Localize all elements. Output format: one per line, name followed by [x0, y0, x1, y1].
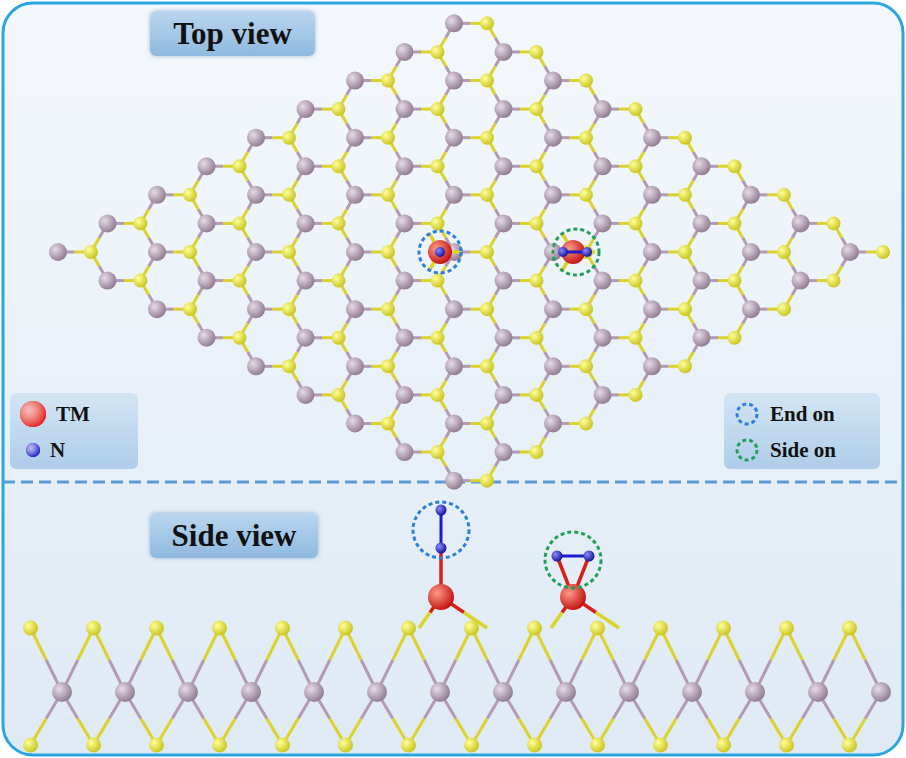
view-badge: Side view — [150, 513, 318, 558]
view-badge: Top view — [150, 11, 315, 56]
view-title: Top view — [173, 16, 292, 52]
legend-entry: End on — [732, 399, 835, 429]
legend-text: TM — [56, 402, 90, 427]
legend-panel: End on Side on — [724, 393, 880, 469]
legend-swatch — [732, 399, 762, 429]
legend-text: End on — [770, 402, 835, 427]
legend-swatch — [18, 399, 48, 429]
legend-entry: TM — [18, 399, 90, 429]
legend-entry: N — [24, 435, 65, 465]
legend-text: Side on — [770, 438, 836, 463]
legend-text: N — [50, 438, 65, 463]
view-title: Side view — [172, 518, 297, 554]
legend-entry: Side on — [732, 435, 836, 465]
legend-swatch — [732, 435, 762, 465]
legend-panel: TM N — [10, 393, 138, 469]
legend-swatch — [24, 435, 42, 465]
